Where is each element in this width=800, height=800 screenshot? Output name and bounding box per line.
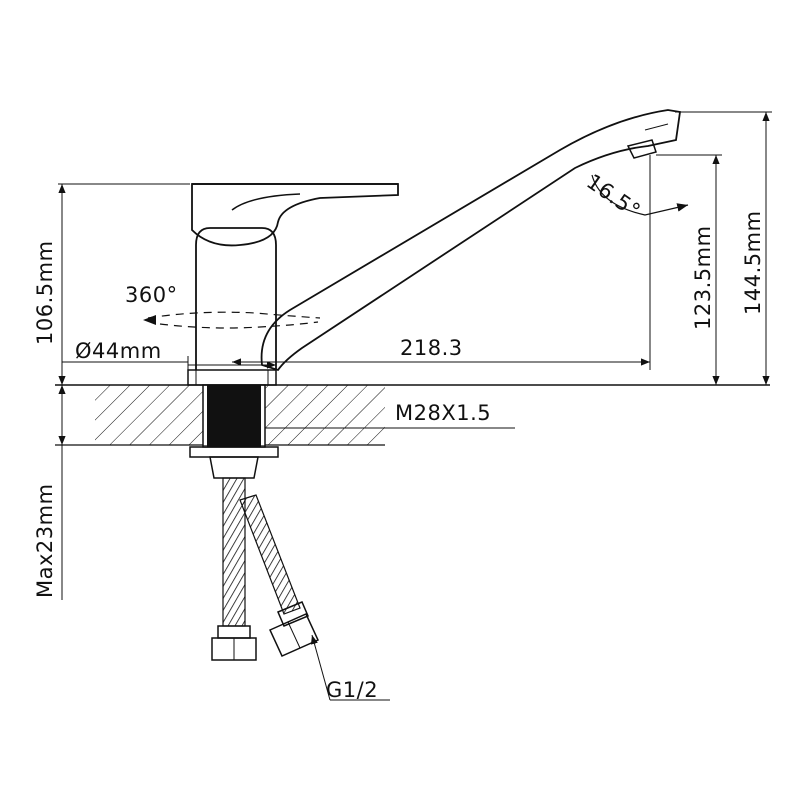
dim-spout-height — [656, 154, 722, 385]
total-height-label: 144.5mm — [741, 210, 765, 315]
threaded-shank — [202, 384, 266, 448]
dim-reach — [232, 155, 651, 370]
rotation-label: 360° — [125, 283, 178, 307]
max-thickness-label: Max23mm — [33, 483, 57, 598]
flex-hoses — [189, 446, 319, 661]
rotation-indicator — [143, 311, 321, 329]
dim-body-height — [58, 183, 190, 385]
connection-label: G1/2 — [326, 678, 378, 702]
spout-height-label: 123.5mm — [691, 225, 715, 330]
faucet-body — [191, 183, 399, 370]
spout-angle-label: 16.5° — [582, 169, 645, 223]
dim-total-height — [675, 111, 772, 385]
reach-label: 218.3 — [400, 336, 463, 360]
dim-connection — [310, 634, 390, 701]
spout — [260, 109, 682, 372]
diameter-label: Ø44mm — [75, 339, 162, 363]
base-flange — [187, 369, 277, 386]
thread-label: M28X1.5 — [395, 401, 491, 425]
body-height-label: 106.5mm — [33, 240, 57, 345]
dim-spout-angle — [591, 174, 689, 216]
